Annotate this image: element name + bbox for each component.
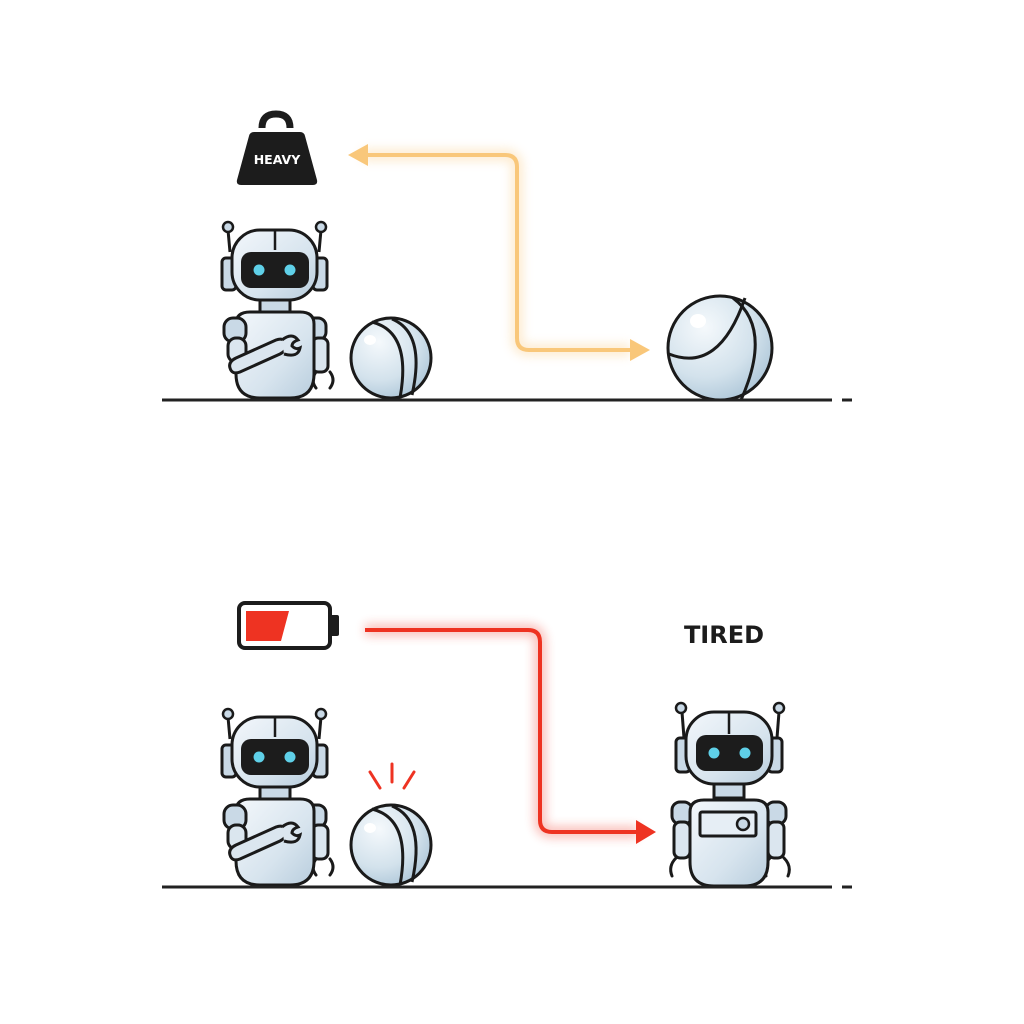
weight-icon: HEAVY (236, 110, 318, 185)
robot-left-bottom (220, 707, 335, 887)
impact-marks-icon (368, 762, 416, 790)
ball-small-top (349, 316, 433, 400)
panel-top: HEAVY (162, 110, 852, 402)
robot-left-top (220, 220, 335, 400)
ball-impact-bottom (349, 762, 433, 887)
panel-bottom: TIRED (162, 601, 852, 889)
heavy-label: HEAVY (254, 152, 302, 167)
robot-tired-right (669, 701, 791, 888)
tired-label: TIRED (684, 621, 764, 649)
ball-large-top (666, 294, 774, 402)
arrow-orange (348, 144, 650, 361)
low-battery-icon (237, 601, 339, 650)
arrow-red (365, 624, 656, 844)
